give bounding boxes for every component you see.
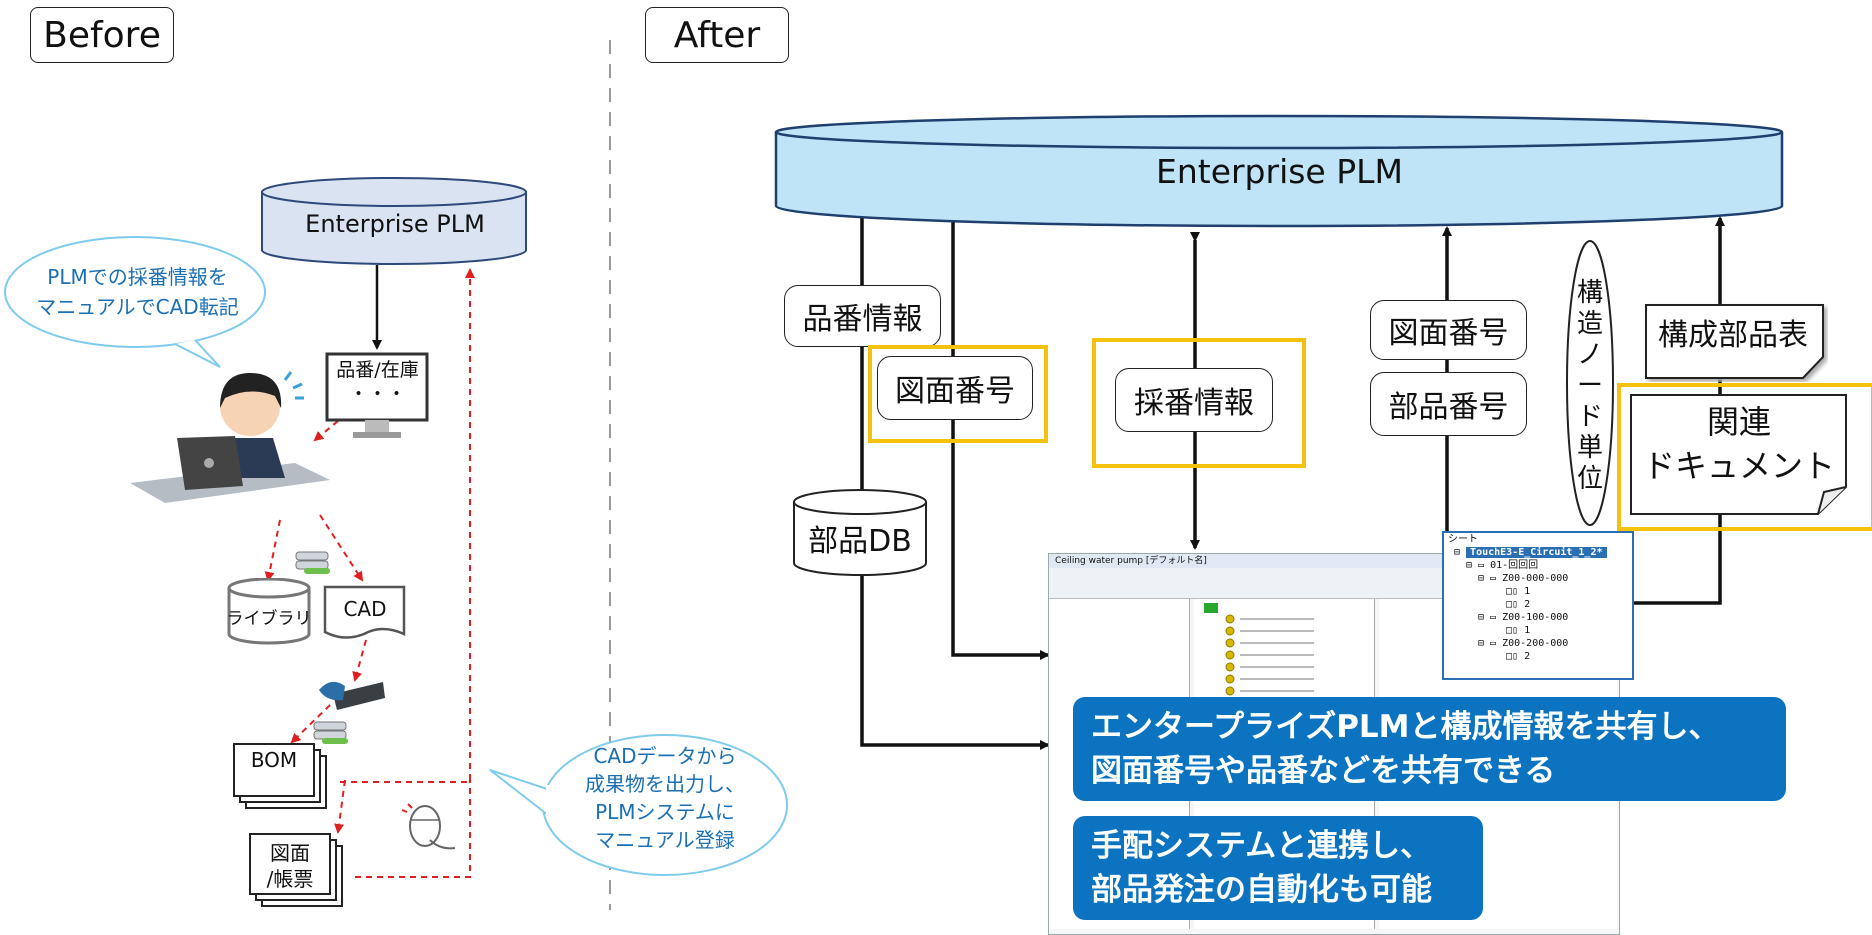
library-cylinder bbox=[227, 578, 311, 645]
label-buhin: 部品番号 bbox=[1370, 372, 1527, 436]
banner-share-info: エンタープライズPLMと構成情報を共有し、 図面番号や品番などを共有できる bbox=[1073, 697, 1786, 801]
bubble-left-text: PLMでの採番情報を マニュアルでCAD転記 bbox=[36, 265, 239, 319]
cad-label: CAD bbox=[343, 597, 387, 621]
user-to-cad-arrow bbox=[319, 514, 364, 582]
speech-bubble-left bbox=[4, 236, 266, 368]
keyboard-icon bbox=[319, 681, 385, 710]
after-plm-label: Enterprise PLM bbox=[1155, 152, 1403, 191]
worker-at-laptop-icon bbox=[130, 371, 330, 503]
monitor-text: 品番/在庫 ・・・ bbox=[336, 359, 419, 405]
bubble-right-text: CADデータから 成果物を出力し、 PLMシステムに マニュアル登録 bbox=[585, 744, 745, 852]
tree-root[interactable]: TouchE3-E_Circuit_1_2* bbox=[1466, 547, 1607, 558]
label-zumen1: 図面番号 bbox=[877, 356, 1033, 420]
highlight-zumen1 bbox=[868, 345, 1048, 443]
tree-header: シート bbox=[1448, 534, 1478, 545]
parts-db-cylinder bbox=[793, 489, 927, 576]
before-plm-label: Enterprise PLM bbox=[305, 210, 485, 238]
speech-bubble-right bbox=[489, 734, 788, 876]
cad-document bbox=[323, 585, 406, 639]
bom-label: BOM bbox=[250, 748, 298, 772]
label-saiban: 採番情報 bbox=[1115, 368, 1273, 432]
tree-item[interactable]: 01-回回回 bbox=[1490, 560, 1539, 571]
database-stack-icon-2 bbox=[313, 721, 348, 744]
highlight-saiban bbox=[1092, 338, 1306, 468]
sheet-tree-panel: シート ⊟ TouchE3-E_Circuit_1_2* ⊟ ▭ 01-回回回 … bbox=[1442, 531, 1634, 680]
tree-item[interactable]: 2 bbox=[1524, 651, 1531, 662]
tree-item[interactable]: 1 bbox=[1524, 625, 1531, 636]
plm-to-cad-arrow-1 bbox=[860, 215, 1050, 750]
label-zumen2: 図面番号 bbox=[1370, 300, 1527, 360]
before-plm-cylinder bbox=[261, 177, 527, 265]
monitor-icon bbox=[325, 352, 429, 438]
cad-to-keyboard-arrow bbox=[352, 639, 367, 682]
keyboard-to-bom-arrow bbox=[290, 704, 331, 744]
label-kanren: 関連 ドキュメント bbox=[1642, 403, 1835, 485]
label-buhindb: 部品DB bbox=[808, 524, 912, 559]
drawing-to-plm-arrow bbox=[355, 780, 471, 878]
keyboard-to-drawing-arrow bbox=[334, 779, 346, 834]
drawing-label: 図面 /帳票 bbox=[266, 841, 314, 891]
mouse-click-icon bbox=[401, 803, 456, 850]
database-stack-icon bbox=[295, 551, 330, 574]
banner-ordering: 手配システムと連携し、 部品発注の自動化も可能 bbox=[1073, 816, 1483, 920]
tree-item[interactable]: Z00-100-000 bbox=[1502, 612, 1569, 623]
node-unit-oval bbox=[1566, 240, 1614, 526]
before-tag: Before bbox=[30, 7, 174, 63]
tree-item[interactable]: 2 bbox=[1524, 599, 1531, 610]
bom-table-document bbox=[1645, 304, 1824, 379]
label-kousei: 構成部品表 bbox=[1658, 318, 1808, 353]
tree-item[interactable]: Z00-200-000 bbox=[1502, 638, 1569, 649]
related-document bbox=[1630, 394, 1847, 515]
label-hinban: 品番情報 bbox=[784, 285, 941, 347]
tree-item[interactable]: 1 bbox=[1524, 586, 1531, 597]
library-label: ライブラリ bbox=[226, 609, 312, 629]
drawing-document-stack bbox=[249, 833, 343, 907]
tree-item[interactable]: Z00-000-000 bbox=[1502, 573, 1569, 584]
monitor-to-user-arrow bbox=[313, 406, 356, 442]
user-to-library-arrow bbox=[264, 519, 281, 582]
node-unit-label: 構 造 ノ ー ド 単 位 bbox=[1576, 278, 1603, 494]
after-tag: After bbox=[645, 7, 789, 63]
after-plm-cylinder bbox=[774, 114, 1784, 228]
bom-document-stack bbox=[233, 743, 327, 809]
